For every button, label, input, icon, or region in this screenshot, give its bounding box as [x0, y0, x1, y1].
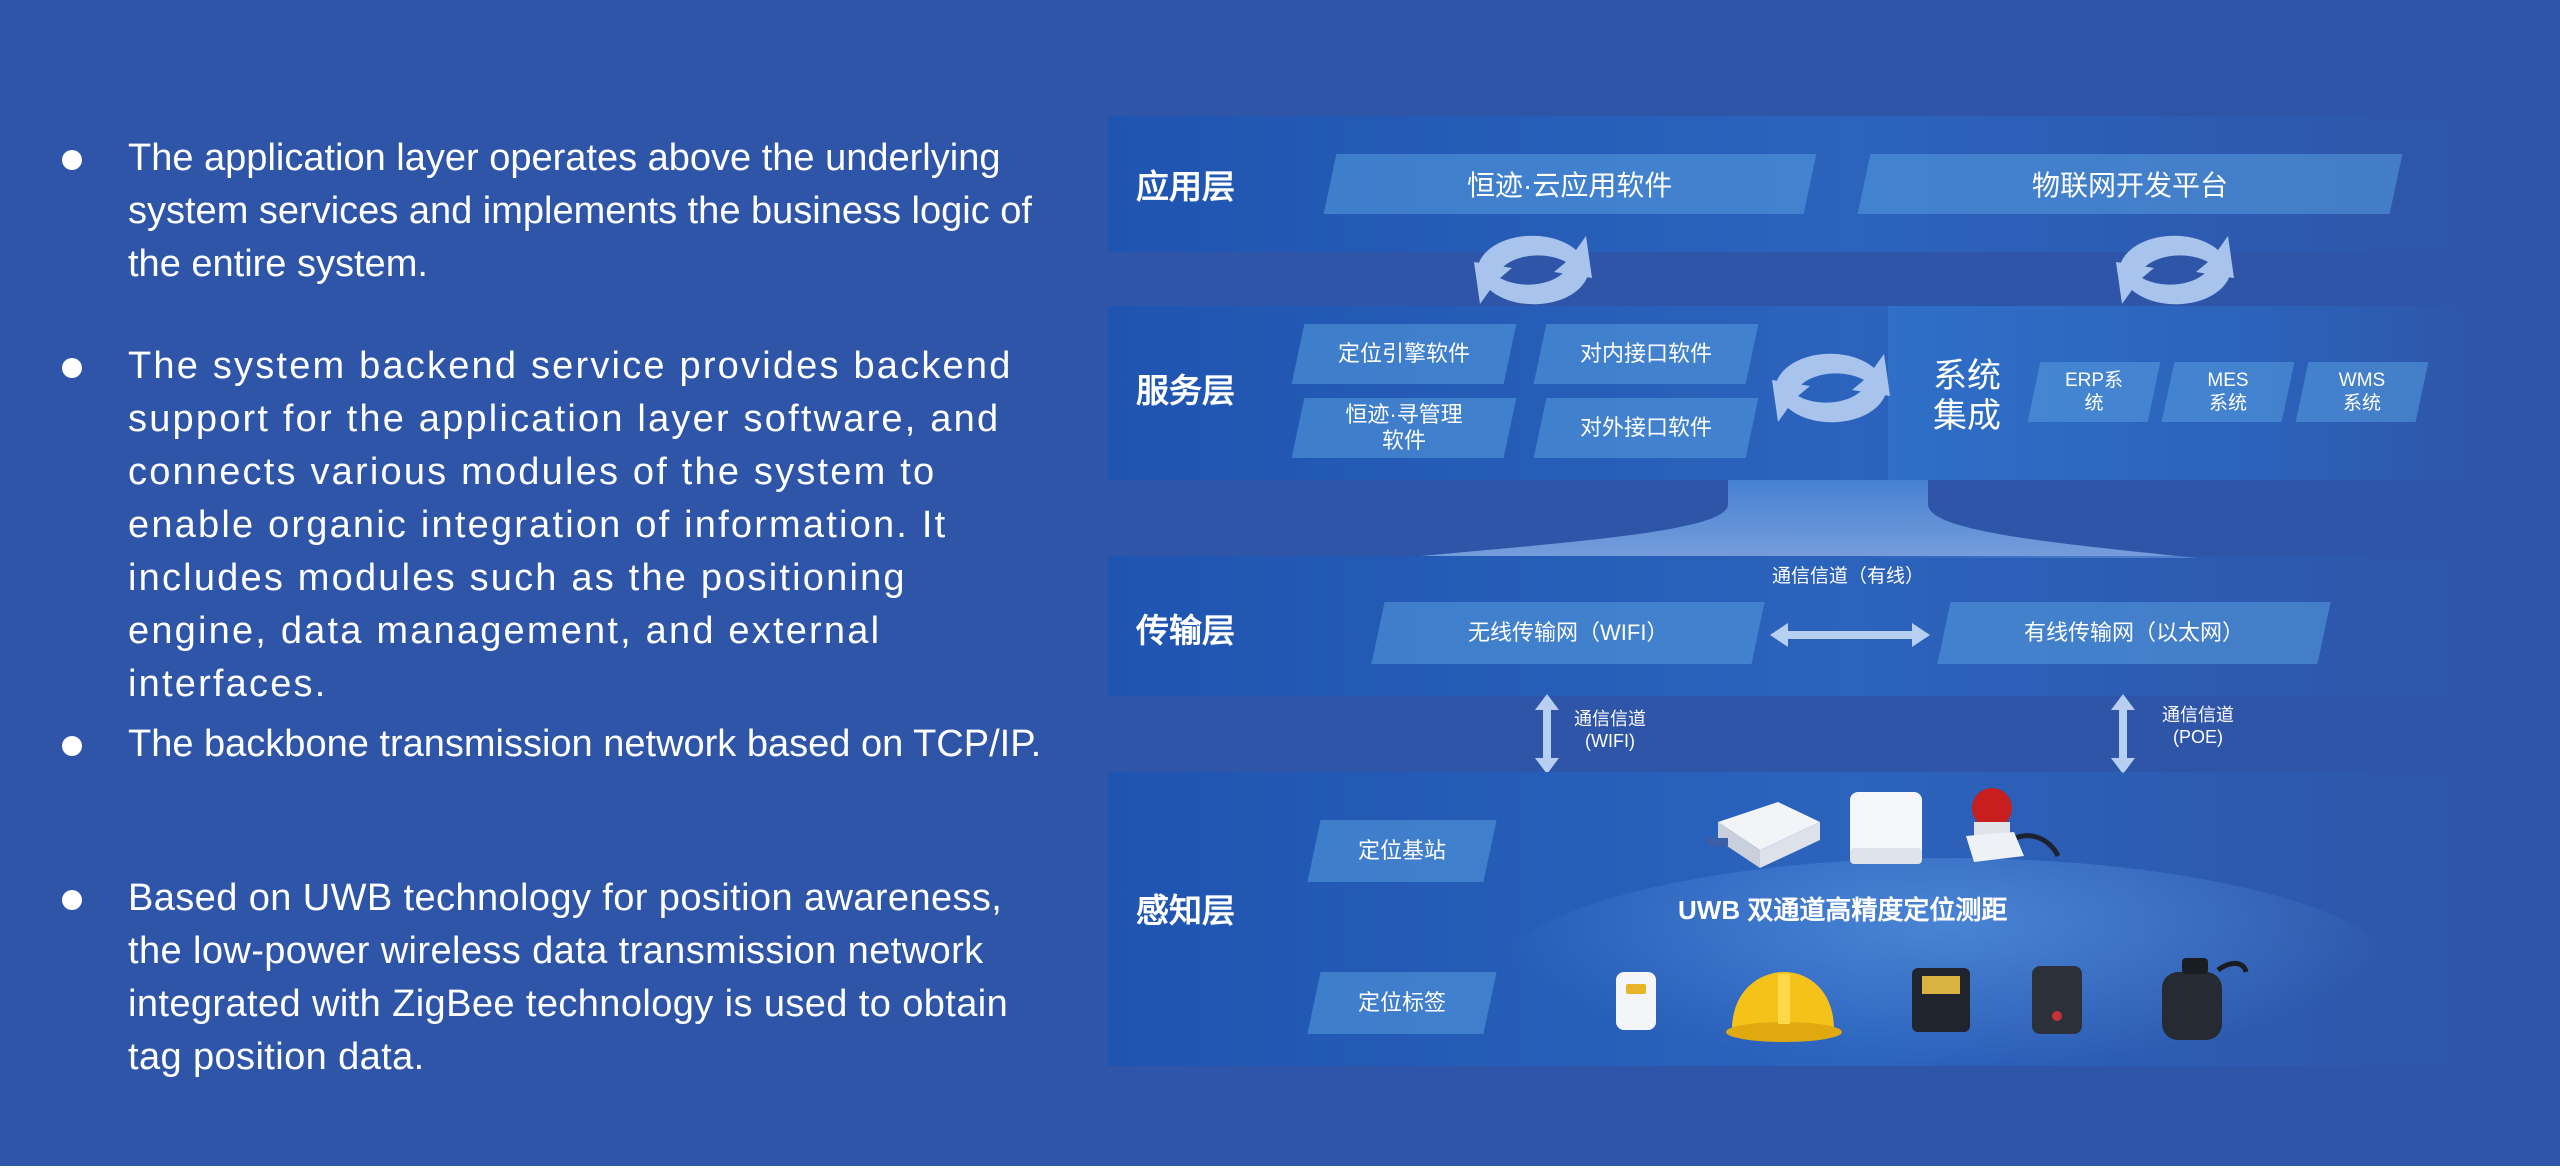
perception-layer: 感知层 定位基站 定位标签 UWB 双通道高精度定位测距 [1108, 772, 2468, 1068]
watch-tag-icon [2162, 958, 2249, 1040]
svc-box-label: 定位引擎软件 [1337, 341, 1470, 366]
sync-cycle-icon [1772, 353, 1890, 423]
vertical-arrow-icon [1535, 694, 1559, 774]
sync-cycle-icon [2116, 235, 2234, 305]
architecture-diagram: 应用层 恒迹·云应用软件 物联网开发平台 服务层 定位引擎软件 对内接口软件 恒… [1108, 116, 2468, 1068]
wifi-channel-label: 通信信道 (WIFI) [1574, 708, 1646, 752]
svc-box-positioning-engine: 定位引擎软件 [1291, 324, 1517, 384]
bullet-application: The application layer operates above the… [62, 132, 1058, 291]
funnel-connector [1398, 480, 2198, 558]
wired-channel-label: 通信信道（有线） [1772, 566, 1925, 587]
alarm-device-icon [1966, 788, 2061, 862]
sys-box-erp: ERP系统 [2027, 362, 2161, 422]
svc-box-management-software: 恒迹·寻管理软件 [1291, 398, 1517, 458]
app-box-label: 恒迹·云应用软件 [1467, 170, 1673, 201]
bullet-dot-icon [62, 736, 82, 756]
uwb-label: UWB 双通道高精度定位测距 [1678, 895, 2008, 925]
layer-title-perception: 感知层 [1136, 892, 1235, 929]
channel-label-line: 通信信道 [2162, 705, 2234, 725]
vertical-arrow-icon [2111, 694, 2135, 774]
bottom-strip [0, 1166, 2560, 1171]
layer-title-transport: 传输层 [1136, 612, 1235, 649]
application-layer: 应用层 恒迹·云应用软件 物联网开发平台 [1108, 116, 2468, 252]
perc-box-label: 定位标签 [1357, 990, 1446, 1015]
card-reader-tag-icon [1912, 968, 1970, 1032]
bullet-text: The backbone transmission network based … [128, 723, 1042, 765]
anchor-device-icon [1850, 792, 1922, 864]
bullet-text: Based on UWB technology for position awa… [128, 877, 1009, 1078]
trans-box-wifi: 无线传输网（WIFI） [1371, 602, 1765, 664]
sys-box-label: ERP系统 [2064, 370, 2124, 414]
channel-label-line: 通信信道 [1574, 709, 1646, 729]
app-box-label: 物联网开发平台 [2031, 170, 2228, 201]
bullet-dot-icon [62, 150, 82, 170]
app-box-cloud-software: 恒迹·云应用软件 [1323, 154, 1817, 214]
trans-box-ethernet: 有线传输网（以太网） [1937, 602, 2331, 664]
wearable-tag-icon [2032, 966, 2082, 1034]
base-station-device-icon [1708, 802, 1820, 868]
perc-box-base-station: 定位基站 [1307, 820, 1497, 882]
perc-box-tag: 定位标签 [1307, 972, 1497, 1034]
svc-box-internal-interface: 对内接口软件 [1533, 324, 1759, 384]
system-integration-panel: 系统集成 ERP系统 MES系统 WMS系统 [1888, 306, 2468, 480]
sys-box-label: MES系统 [2207, 370, 2249, 414]
app-box-iot-platform: 物联网开发平台 [1857, 154, 2403, 214]
system-integration-title: 系统集成 [1933, 357, 2001, 435]
helmet-tag-icon [1726, 972, 1842, 1042]
badge-tag-icon [1616, 972, 1656, 1030]
trans-box-label: 无线传输网（WIFI） [1467, 620, 1669, 645]
svc-box-external-interface: 对外接口软件 [1533, 398, 1759, 458]
bullet-dot-icon [62, 358, 82, 378]
perc-box-label: 定位基站 [1357, 838, 1446, 863]
channel-label-line: (WIFI) [1585, 731, 1635, 751]
sys-box-wms: WMS系统 [2295, 362, 2429, 422]
bullet-dot-icon [62, 890, 82, 910]
svc-box-label: 对内接口软件 [1579, 341, 1712, 366]
sys-box-label: WMS系统 [2338, 370, 2386, 414]
uwb-glow [1488, 858, 2408, 1068]
sync-cycle-icon [1474, 235, 1592, 305]
bullet-text: The application layer operates above the… [128, 137, 1032, 285]
layer-title-service: 服务层 [1136, 372, 1235, 409]
trans-box-label: 有线传输网（以太网） [2023, 620, 2244, 645]
transport-layer: 传输层 通信信道（有线） 无线传输网（WIFI） 有线传输网（以太网） [1108, 556, 2468, 696]
bullet-text: The system backend service provides back… [128, 345, 1013, 705]
sys-box-mes: MES系统 [2161, 362, 2295, 422]
bidirectional-arrow-icon [1770, 623, 1930, 647]
poe-channel-label: 通信信道 (POE) [2162, 704, 2234, 748]
svc-box-label: 恒迹·寻管理软件 [1345, 402, 1463, 453]
bullet-list: The application layer operates above the… [0, 0, 1080, 1171]
bullet-perception: Based on UWB technology for position awa… [62, 872, 1058, 1084]
layer-title-application: 应用层 [1136, 168, 1235, 205]
bullet-transport: The backbone transmission network based … [62, 718, 1058, 771]
channel-label-line: (POE) [2172, 727, 2223, 747]
bullet-service: The system backend service provides back… [62, 340, 1058, 711]
svc-box-label: 对外接口软件 [1579, 415, 1712, 440]
